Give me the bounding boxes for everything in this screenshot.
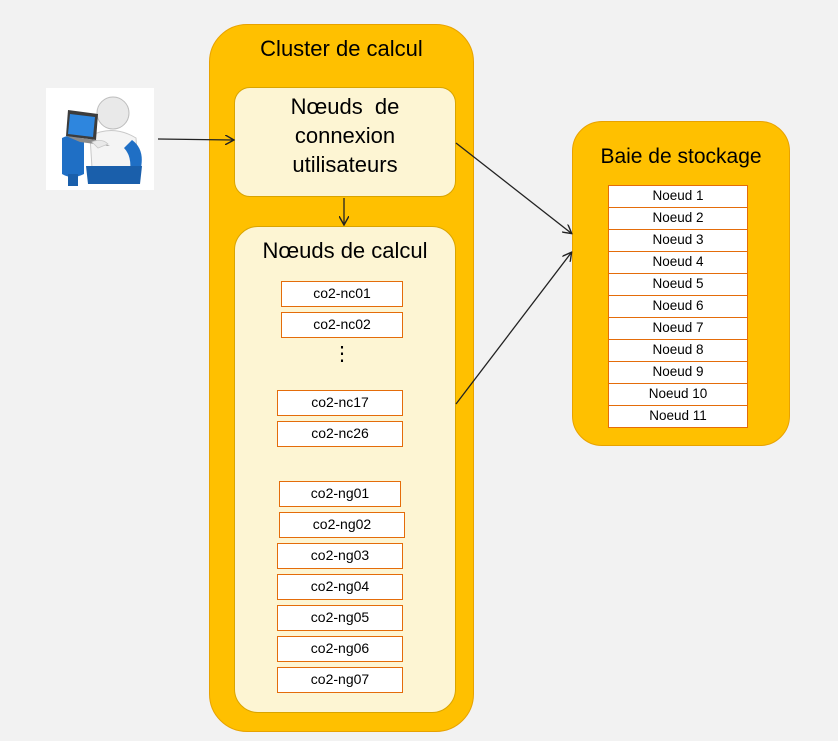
compute-nodes-box: [234, 226, 456, 713]
gpu-node: co2-ng03: [277, 543, 403, 569]
login-title-line-3: utilisateurs: [292, 152, 398, 177]
login-nodes-title: Nœuds de connexion utilisateurs: [234, 92, 456, 179]
arrow-user-to-login: [157, 139, 233, 140]
login-nodes-box: [234, 87, 456, 197]
compute-node: co2-nc02: [281, 312, 403, 338]
gpu-node: co2-ng01: [279, 481, 401, 507]
login-title-line-2: connexion: [294, 123, 396, 148]
arrow-login-to-storage: [455, 142, 571, 233]
user-at-laptop-icon: [62, 96, 142, 186]
compute-node: co2-nc17: [277, 390, 403, 416]
storage-node: Noeud 1: [608, 185, 748, 208]
compute-node: co2-nc26: [277, 421, 403, 447]
storage-node: Noeud 11: [608, 405, 748, 428]
storage-node: Noeud 7: [608, 317, 748, 340]
gpu-node: co2-ng05: [277, 605, 403, 631]
arrow-compute-to-storage: [455, 253, 571, 405]
storage-node: Noeud 3: [608, 229, 748, 252]
compute-nodes-title: Nœuds de calcul: [262, 238, 428, 263]
cluster-title: Cluster de calcul: [260, 36, 423, 61]
storage-title: Baie de stockage: [600, 145, 762, 168]
login-title-line-1: Nœuds de: [290, 94, 400, 119]
gpu-node: co2-ng04: [277, 574, 403, 600]
compute-node: co2-nc01: [281, 281, 403, 307]
gpu-node: co2-ng02: [279, 512, 405, 538]
gpu-node: co2-ng07: [277, 667, 403, 693]
user-card: [46, 88, 154, 190]
gpu-node: co2-ng06: [277, 636, 403, 662]
storage-node: Noeud 4: [608, 251, 748, 274]
storage-node: Noeud 2: [608, 207, 748, 230]
